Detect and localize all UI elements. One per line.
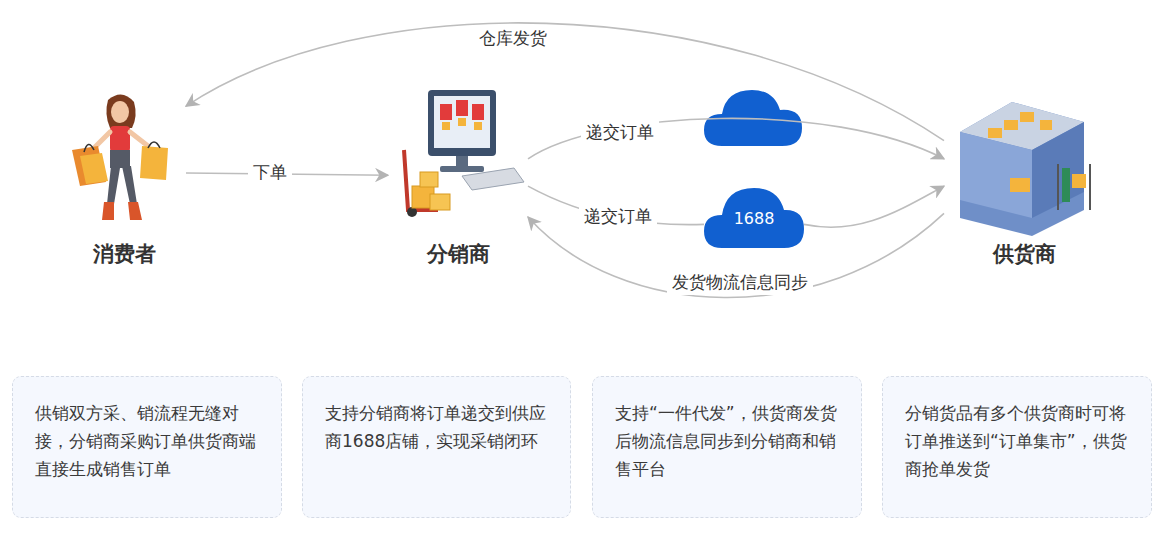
edge-label: 递交订单 <box>581 120 659 145</box>
consumer-figure <box>72 94 168 220</box>
edge-label: 仓库发货 <box>474 26 552 51</box>
edge-label: 发货物流信息同步 <box>667 270 813 295</box>
flow-connector <box>804 186 944 227</box>
edge-label: 下单 <box>248 160 292 185</box>
feature-card: 支持分销商将订单递交到供应商1688店铺，实现采销闭环 <box>302 376 571 518</box>
card-text: 支持分销商将订单递交到供应商1688店铺，实现采销闭环 <box>325 399 552 455</box>
consumer-node: 消费者 <box>62 92 186 268</box>
feature-card: 分销货品有多个供货商时可将订单推送到“订单集市”，供货商抢单发货 <box>882 376 1152 518</box>
supplier-node: 供货商 <box>944 86 1104 268</box>
node-label: 1688 <box>704 209 804 228</box>
card-text: 供销双方采、销流程无缝对接，分销商采购订单供货商端直接生成销售订单 <box>35 399 263 483</box>
flow-connector <box>186 23 944 141</box>
platform-cloud: 1688 <box>704 186 804 250</box>
card-text: 分销货品有多个供货商时可将订单推送到“订单集市”，供货商抢单发货 <box>905 399 1133 483</box>
node-label: 分销商 <box>388 240 528 268</box>
node-label: 供货商 <box>944 240 1104 268</box>
edge-label: 递交订单 <box>579 204 657 229</box>
card-text: 支持“一件代发”，供货商发货后物流信息同步到分销商和销售平台 <box>615 399 843 483</box>
feature-card: 支持“一件代发”，供货商发货后物流信息同步到分销商和销售平台 <box>592 376 862 518</box>
distributor-figure <box>404 90 524 217</box>
flow-connector <box>528 118 944 158</box>
node-label: 消费者 <box>62 240 186 268</box>
distributor-node: 分销商 <box>388 86 528 268</box>
feature-card: 供销双方采、销流程无缝对接，分销商采购订单供货商端直接生成销售订单 <box>12 376 282 518</box>
warehouse-figure <box>960 102 1090 236</box>
